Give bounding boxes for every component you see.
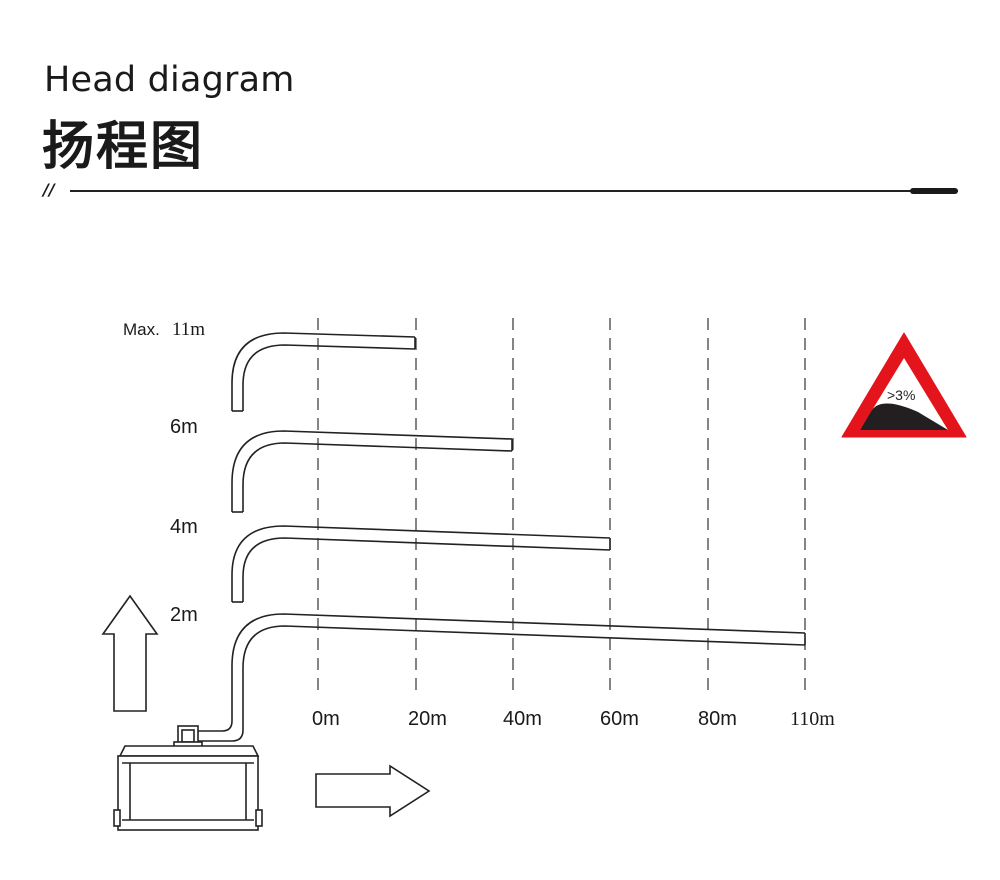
divider-accent <box>910 188 958 194</box>
height-labels: Max. 11m 6m 4m 2m <box>123 319 205 626</box>
pipe-6m <box>231 430 513 513</box>
height-label-11m: 11m <box>172 319 205 340</box>
height-label-4m: 4m <box>170 516 198 538</box>
pipe-4m <box>231 525 611 603</box>
pump-body <box>117 755 259 831</box>
divider-line <box>70 190 958 192</box>
title-chinese: 扬程图 <box>42 117 205 177</box>
title-english: Head diagram <box>44 60 295 100</box>
pump-unit <box>113 725 263 831</box>
pump-lid <box>118 745 260 757</box>
pipes <box>198 332 806 742</box>
height-label-6m: 6m <box>170 416 198 438</box>
pipe-11m <box>231 332 416 412</box>
distance-label-60m: 60m <box>600 708 639 730</box>
distance-label-80m: 80m <box>698 708 737 730</box>
height-label-2m: 2m <box>170 604 198 626</box>
distance-label-110m: 110m <box>790 708 835 730</box>
slope-warning-sign: >3% <box>841 332 967 438</box>
distance-labels: 0m 20m 40m 60m 80m 110m <box>312 708 835 730</box>
divider-mark: // <box>43 180 55 199</box>
arrow-right-icon <box>315 764 431 818</box>
pipe-2m <box>198 613 806 742</box>
height-label-prefix: Max. <box>123 320 160 339</box>
distance-label-40m: 40m <box>503 708 542 730</box>
distance-label-20m: 20m <box>408 708 447 730</box>
arrow-up-icon <box>101 594 159 712</box>
distance-gridlines <box>317 318 806 696</box>
slope-percent-label: >3% <box>887 387 915 403</box>
distance-label-0m: 0m <box>312 708 340 730</box>
slope-shape-icon <box>860 403 948 430</box>
